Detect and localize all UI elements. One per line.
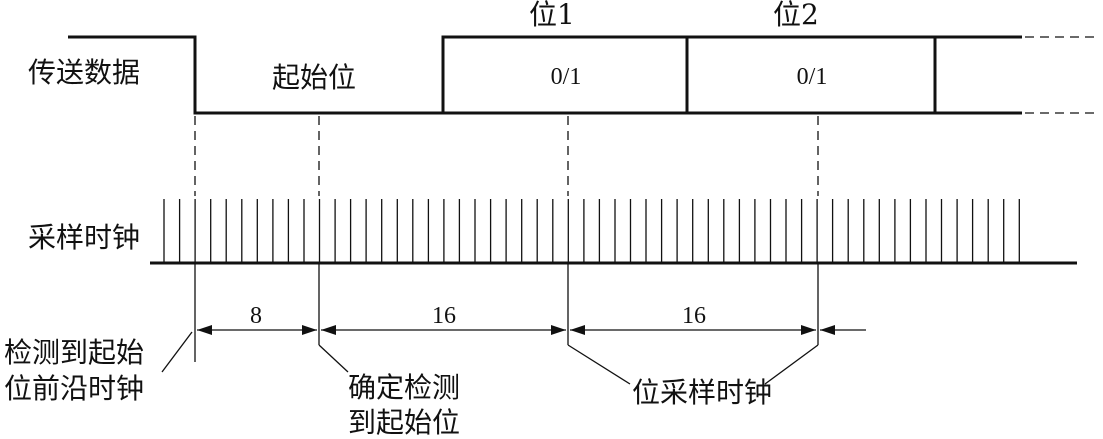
start-bit-label: 起始位 <box>272 61 356 94</box>
leader-confirm <box>318 344 349 373</box>
confirm-line1: 确定检测 <box>348 371 460 404</box>
arrow-next-head <box>820 325 835 335</box>
arrow-16b-right-head <box>801 325 816 335</box>
span-16b-label: 16 <box>682 303 706 329</box>
bit2-value: 0/1 <box>797 64 828 90</box>
bit2-title: 位2 <box>773 0 819 31</box>
callout-leaders <box>161 331 819 385</box>
arrow-8-left-head <box>197 325 212 335</box>
data-waveform <box>68 35 1100 115</box>
transmit-data-label: 传送数据 <box>28 56 140 89</box>
detect-edge-line2: 位前沿时钟 <box>4 372 144 405</box>
arrow-8-right-head <box>302 325 317 335</box>
confirm-line2: 到起始位 <box>348 406 460 439</box>
sample-clock-label: 采样时钟 <box>28 221 140 254</box>
alignment-dashes <box>194 116 819 196</box>
leader-edge <box>161 331 193 373</box>
data-high-line <box>68 35 1022 115</box>
span-8-label: 8 <box>250 303 262 329</box>
bit1-value: 0/1 <box>551 64 582 90</box>
reference-lines <box>194 263 819 362</box>
detect-edge-line1: 检测到起始 <box>4 336 144 369</box>
leader-bit2 <box>764 344 819 385</box>
bit1-title: 位1 <box>529 0 575 31</box>
clock-pulses <box>163 199 1020 263</box>
bit-sample-clock-label: 位采样时钟 <box>632 376 772 409</box>
arrow-16b-left-head <box>570 325 585 335</box>
leader-bit1 <box>567 344 631 385</box>
arrow-16a-right-head <box>551 325 566 335</box>
span-16a-label: 16 <box>432 303 456 329</box>
dimension-arrows <box>197 325 866 335</box>
arrow-16a-left-head <box>321 325 336 335</box>
